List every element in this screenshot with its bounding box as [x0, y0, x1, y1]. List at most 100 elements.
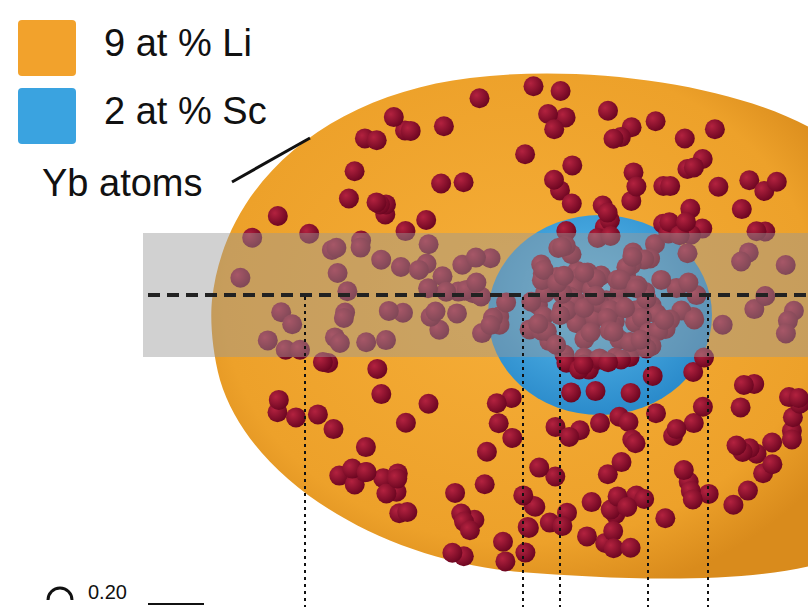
yb-atom [524, 76, 544, 96]
yb-atom [515, 543, 535, 563]
leader-line [232, 138, 310, 182]
yb-atom [371, 384, 391, 404]
yb-atom [502, 428, 522, 448]
yb-atom [598, 203, 618, 223]
yb-atom [590, 413, 610, 433]
yb-atom [586, 381, 606, 401]
yb-atom [401, 121, 421, 141]
yb-atom [762, 454, 782, 474]
yb-atom [559, 427, 579, 447]
yb-atom [308, 404, 328, 424]
yb-atom [477, 442, 497, 462]
yb-atom [731, 397, 751, 417]
yb-atom [727, 436, 747, 456]
yb-atom [683, 489, 703, 509]
yb-atom [708, 177, 728, 197]
yb-atom [604, 538, 624, 558]
yb-atom [646, 111, 666, 131]
yb-atom [732, 199, 752, 219]
yb-atom [674, 460, 694, 480]
yb-atom [356, 437, 376, 457]
legend-text: 2 at % Sc [104, 90, 267, 133]
legend-swatch [18, 88, 76, 144]
yb-atom [693, 397, 713, 417]
yb-atom [552, 516, 572, 536]
legend-swatch [18, 20, 76, 76]
yb-atom [619, 412, 639, 432]
profile-axis [148, 293, 808, 297]
yb-atom [626, 177, 646, 197]
legend-text: 9 at % Li [104, 22, 252, 65]
yb-atom [544, 170, 564, 190]
yb-atom [767, 172, 787, 192]
yb-atom [577, 526, 597, 546]
yb-atom [655, 508, 675, 528]
projection-lines [305, 297, 708, 607]
yb-atom [643, 366, 663, 386]
yb-atom [397, 502, 417, 522]
yb-atom [269, 390, 289, 410]
yb-atom [684, 157, 704, 177]
yb-atom [782, 430, 802, 450]
yb-atom [357, 462, 377, 482]
yb-atom [598, 101, 618, 121]
yb-atom [723, 495, 743, 515]
yb-atom [667, 419, 687, 439]
yb-atom [387, 469, 407, 489]
yb-atom [286, 407, 306, 427]
yb-atom [574, 355, 594, 375]
yb-atom [519, 518, 539, 538]
yb-atom [734, 375, 754, 395]
yb-atom [621, 538, 641, 558]
axis-icon [48, 588, 72, 600]
yb-atom [676, 212, 696, 232]
yb-atom [487, 393, 507, 413]
yb-atom [396, 413, 416, 433]
yb-atom [562, 155, 582, 175]
yb-atom [705, 119, 725, 139]
yb-atom [431, 174, 451, 194]
yb-atom [367, 130, 387, 150]
yb-atom [738, 481, 758, 501]
yb-atom [561, 382, 581, 402]
yb-atom [626, 433, 646, 453]
yb-atom [617, 497, 637, 517]
yb-atom [562, 194, 582, 214]
yb-atom [416, 210, 436, 230]
yb-atom [345, 161, 365, 181]
yb-atom [604, 129, 624, 149]
yb-atom [367, 359, 387, 379]
yb-atom [324, 419, 344, 439]
yb-atom [789, 388, 808, 408]
yb-atom [515, 144, 535, 164]
yb-atom [612, 452, 632, 472]
yb-atom [445, 483, 465, 503]
yb-atom [634, 489, 654, 509]
yb-atom [529, 458, 549, 478]
yb-atom [544, 119, 564, 139]
yb-atom [495, 551, 515, 571]
yb-atom [646, 403, 666, 423]
yb-atom [762, 433, 782, 453]
yb-atom [493, 532, 513, 552]
yb-atom [551, 81, 571, 101]
yb-atom [460, 520, 480, 540]
yb-atom [470, 88, 490, 108]
yb-atom [621, 383, 641, 403]
yb-atom [339, 189, 359, 209]
scale-label: 0.20 [88, 581, 127, 604]
yb-atom [367, 192, 387, 212]
yb-atom [268, 206, 288, 226]
yb-atom [489, 413, 509, 433]
yb-atom [454, 172, 474, 192]
atom-label: Yb atoms [42, 162, 203, 205]
scale-tick [148, 603, 204, 605]
analysis-band [143, 233, 808, 357]
yb-atom [675, 129, 695, 149]
yb-atom [434, 116, 454, 136]
yb-atom [384, 107, 404, 127]
yb-atom [582, 492, 602, 512]
yb-atom [475, 474, 495, 494]
yb-atom [603, 521, 623, 541]
yb-atom [660, 176, 680, 196]
